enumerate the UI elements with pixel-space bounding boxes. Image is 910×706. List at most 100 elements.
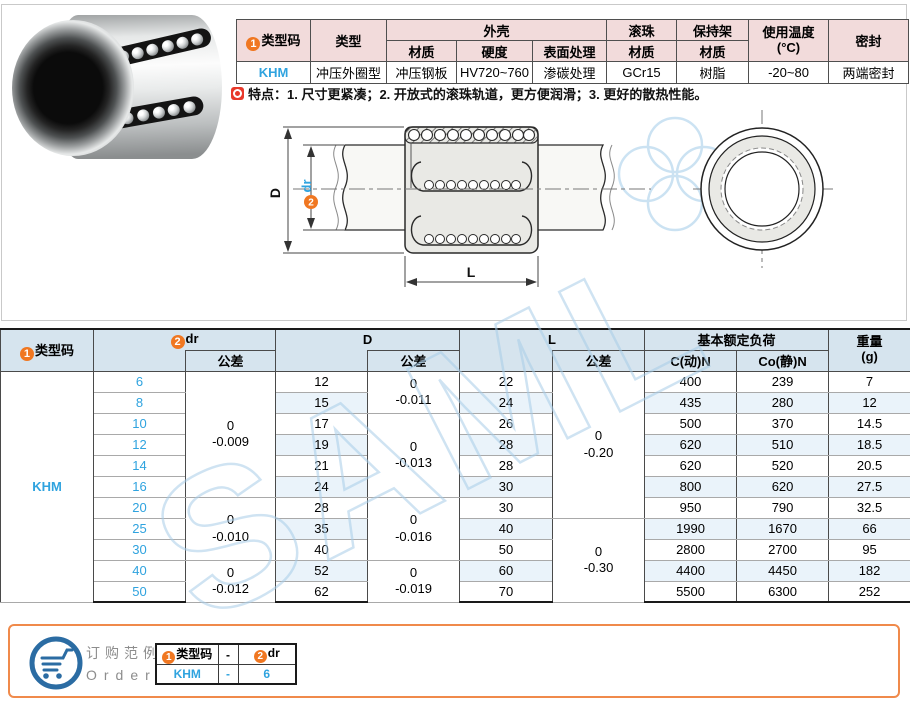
c-dynamic-value: 500 (644, 412, 738, 435)
l-value: 24 (459, 391, 554, 414)
table-row: 8 15 24 435 280 12 (1, 391, 910, 414)
badge-2-icon (304, 195, 318, 209)
col-subheader-empty (93, 350, 186, 372)
c-static-value: 790 (736, 496, 830, 519)
weight-value: 182 (828, 559, 910, 582)
c-dynamic-value: 5500 (644, 580, 738, 603)
order-dr-value: 6 (237, 664, 297, 684)
product-photo (10, 12, 230, 164)
dr-value-link[interactable]: 40 (93, 559, 186, 582)
tolerance-line: 0 (409, 512, 418, 528)
tolerance-line: -0.009 (212, 434, 249, 449)
d-value: 15 (275, 391, 368, 414)
tolerance-line: -0.016 (395, 528, 432, 544)
spec-header-cage: 保持架 (676, 19, 750, 41)
badge-1-icon: 1 (162, 651, 176, 664)
dr-value-link[interactable]: 6 (93, 370, 186, 393)
steel-ball (190, 31, 205, 47)
dr-tolerance: 0-0.010 (185, 496, 276, 561)
dr-value-link[interactable]: 14 (93, 454, 186, 477)
steel-ball (160, 38, 175, 53)
spec-header-shell: 外壳 (385, 19, 608, 41)
dr-value-link[interactable]: 8 (93, 391, 186, 414)
steel-ball (151, 105, 166, 120)
l-value: 40 (459, 517, 554, 540)
l-value: 22 (459, 370, 554, 393)
col-subheader-empty (275, 350, 368, 372)
end-view (693, 110, 833, 268)
tolerance-line: -0.30 (583, 560, 614, 575)
spec-header-shell-hardness: 硬度 (456, 40, 533, 62)
type-code-cell[interactable]: KHM (0, 370, 94, 603)
c-dynamic-value: 620 (644, 454, 738, 477)
spec-header-ball-material: 材质 (606, 40, 678, 62)
c-dynamic-value: 950 (644, 496, 738, 519)
col-header-L: L (459, 328, 646, 351)
spec-header-cage-material: 材质 (676, 40, 750, 62)
l-value: 60 (459, 559, 554, 582)
c-static-value: 6300 (736, 580, 830, 603)
badge-1-icon: 1 (19, 346, 34, 361)
dr-value-link[interactable]: 10 (93, 412, 186, 435)
spec-header-ball: 滚珠 (606, 19, 678, 41)
features-text: 特点：1. 尺寸更紧凑；2. 开放式的滚珠轨道，更方便润滑；3. 更好的散热性能… (248, 87, 708, 102)
dr-value-link[interactable]: 50 (93, 580, 186, 603)
l-value: 30 (459, 496, 554, 519)
retainer-channel-bottom (410, 215, 533, 246)
tolerance-line: 0 (409, 564, 418, 580)
dr-value-link[interactable]: 12 (93, 433, 186, 456)
weight-value: 7 (828, 370, 910, 393)
feature-bullet-icon (231, 87, 244, 100)
bearing-bore-face (12, 20, 134, 156)
l-value: 50 (459, 538, 554, 561)
spec-shell-surface: 渗碳处理 (531, 61, 608, 84)
weight-value: 20.5 (828, 454, 910, 477)
c-static-value: 280 (736, 391, 830, 414)
dr-value-link[interactable]: 20 (93, 496, 186, 519)
tolerance-line: 0 (409, 438, 418, 454)
badge-2-icon: 2 (170, 334, 185, 349)
tolerance-line: -0.011 (395, 392, 432, 407)
weight-value: 32.5 (828, 496, 910, 519)
spec-temperature: -20~80 (748, 61, 830, 84)
weight-value: 18.5 (828, 433, 910, 456)
tolerance-line: 0 (594, 543, 603, 559)
c-static-value: 2700 (736, 538, 830, 561)
c-dynamic-value: 435 (644, 391, 738, 414)
tolerance-line: -0.010 (212, 528, 249, 544)
c-static-value: 520 (736, 454, 830, 477)
dr-value-link[interactable]: 25 (93, 517, 186, 540)
tolerance-line: 0 (594, 428, 603, 444)
c-static-value: 370 (736, 412, 830, 435)
spec-type-code-link[interactable]: KHM (236, 61, 311, 84)
steel-ball (130, 45, 145, 60)
spec-row: KHM 冲压外圈型 冲压钢板 HV720~760 渗碳处理 GCr15 树脂 -… (236, 61, 910, 84)
steel-ball (167, 102, 182, 117)
steel-ball (145, 42, 160, 57)
ball-row-top (407, 128, 536, 142)
spec-header-type: 类型 (310, 19, 387, 62)
technical-drawing: D 2 dr L (267, 110, 833, 287)
c-dynamic-value: 620 (644, 433, 738, 456)
spec-type: 冲压外圈型 (310, 61, 387, 84)
c-dynamic-value: 400 (644, 370, 738, 393)
col-subheader-D-tolerance: 公差 (366, 349, 461, 372)
order-header-dash: - (217, 643, 239, 665)
table-row: KHM 6 0-0.009 12 0-0.011 22 0-0.20 400 2… (0, 370, 910, 603)
l-tolerance: 0-0.20 (552, 370, 646, 519)
tolerance-line: -0.012 (212, 581, 249, 596)
order-title-cn: 订购范例 (86, 645, 162, 661)
d-value: 21 (275, 454, 368, 477)
dr-value-link[interactable]: 16 (93, 475, 186, 498)
dr-value-link[interactable]: 30 (93, 538, 186, 561)
col-header-load: 基本额定负荷 (644, 328, 830, 351)
col-header-D: D (274, 328, 461, 351)
c-dynamic-value: 800 (644, 475, 738, 498)
l-value: 26 (459, 412, 554, 435)
c-static-value: 510 (736, 433, 830, 456)
tolerance-line: -0.20 (583, 444, 614, 460)
